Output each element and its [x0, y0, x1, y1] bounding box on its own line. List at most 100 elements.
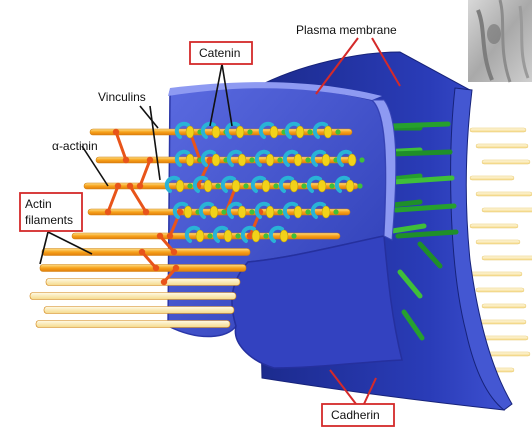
cadherin-tail: [187, 183, 193, 189]
vinculin: [200, 121, 216, 139]
cadherin-tail: [359, 157, 365, 163]
vinculin: [192, 175, 208, 193]
catenin: [265, 153, 275, 167]
catenin: [235, 125, 245, 139]
alpha-actinin-end: [176, 208, 184, 216]
actin-filament: [29, 292, 237, 300]
pale-actin-filament: [481, 207, 532, 213]
catenin: [317, 179, 327, 193]
alpha-actinin-link: [138, 158, 152, 188]
alpha-actinin-end: [166, 232, 174, 240]
vinculin: [268, 225, 284, 243]
vinculin: [220, 175, 236, 193]
catenin: [323, 125, 333, 139]
front-membrane-lip: [370, 99, 397, 241]
cadherin-tail: [215, 183, 221, 189]
vinculin: [172, 201, 188, 219]
cadherin-rod: [393, 203, 457, 213]
alpha-actinin-end: [138, 248, 146, 256]
actin-filament: [43, 306, 235, 314]
vinculin: [254, 201, 270, 219]
cadherin-tail: [249, 209, 255, 215]
catenin: [321, 153, 331, 167]
label-actin-line1: Actin: [25, 197, 52, 211]
actin-label-box: [19, 192, 83, 232]
cadherin-tail: [249, 157, 255, 163]
vinculin: [284, 121, 300, 139]
front-membrane-top-edge: [168, 82, 382, 100]
alpha-actinin-link: [114, 130, 128, 162]
label-catenin: Catenin: [199, 46, 240, 60]
vinculin: [334, 175, 350, 193]
alpha-actinin-end: [142, 208, 150, 216]
vinculin-catenin-complexes: [164, 121, 365, 243]
cadherin-tail: [333, 209, 339, 215]
alpha-actinin-end: [206, 156, 214, 164]
label-vinculins: Vinculins: [98, 90, 146, 104]
cadherin-rod: [397, 269, 423, 299]
alpha-actinin-end: [152, 264, 160, 272]
cadherin-label-box: [321, 403, 395, 427]
cadherin-tail: [307, 129, 313, 135]
catenin: [237, 205, 247, 219]
alpha-actinin-end: [246, 232, 254, 240]
catenin: [183, 205, 193, 219]
vinculin: [164, 175, 180, 193]
cadherin-rod: [401, 309, 425, 341]
cadherin-tail: [291, 233, 297, 239]
vinculin: [310, 149, 326, 167]
cadherin-tail: [277, 209, 283, 215]
alpha-actinin-end: [136, 182, 144, 190]
alpha-actinin-end: [126, 182, 134, 190]
pale-actin-filament: [469, 127, 527, 133]
label-alpha-actinin: α-actinin: [52, 139, 98, 153]
alpha-actinin-end: [146, 156, 154, 164]
vinculin: [212, 225, 228, 243]
alpha-actinin-end: [122, 156, 130, 164]
catenin: [237, 153, 247, 167]
catenin: [261, 179, 271, 193]
cadherin-tail: [305, 157, 311, 163]
pale-actin-filament: [481, 255, 532, 261]
catenin: [293, 205, 303, 219]
catenin: [295, 125, 305, 139]
cadherin-rod: [389, 149, 453, 157]
vinculin: [336, 149, 352, 167]
vinculin: [240, 225, 256, 243]
micrograph-thumbnail-icon: [468, 0, 532, 83]
vinculin: [310, 201, 326, 219]
leader-lines: [39, 63, 233, 265]
cadherin-tail: [221, 209, 227, 215]
catenin: [185, 125, 195, 139]
alpha-actinin-link: [106, 184, 120, 214]
alpha-actinin-end: [156, 232, 164, 240]
catenin: [211, 153, 221, 167]
catenin: [223, 229, 233, 243]
catenin: [211, 125, 221, 139]
catenin: [345, 179, 355, 193]
pale-actin-filament: [475, 239, 521, 245]
cadherin-rod: [389, 121, 451, 129]
alpha-actinin-end: [170, 248, 178, 256]
leader-lines-red: [315, 37, 401, 405]
alpha-actinin-end: [160, 278, 168, 286]
cadherin-tail: [357, 183, 363, 189]
actin-filament: [39, 264, 247, 272]
cadherin-tail: [207, 233, 213, 239]
vinculin: [184, 225, 200, 243]
catenin: [185, 153, 195, 167]
pale-actin-filament: [469, 271, 523, 277]
catenin: [195, 229, 205, 243]
cadherin-tail: [247, 129, 253, 135]
catenin-label-box: [189, 41, 253, 65]
catenin: [321, 205, 331, 219]
pale-actin-filament: [481, 159, 531, 165]
label-actin-line2: filaments: [25, 213, 73, 227]
alpha-actinin-end: [104, 208, 112, 216]
catenin: [269, 125, 279, 139]
catenin: [293, 153, 303, 167]
vinculin: [200, 149, 216, 167]
vinculin: [312, 121, 328, 139]
catenin: [231, 179, 241, 193]
front-membrane-curl: [231, 235, 403, 369]
